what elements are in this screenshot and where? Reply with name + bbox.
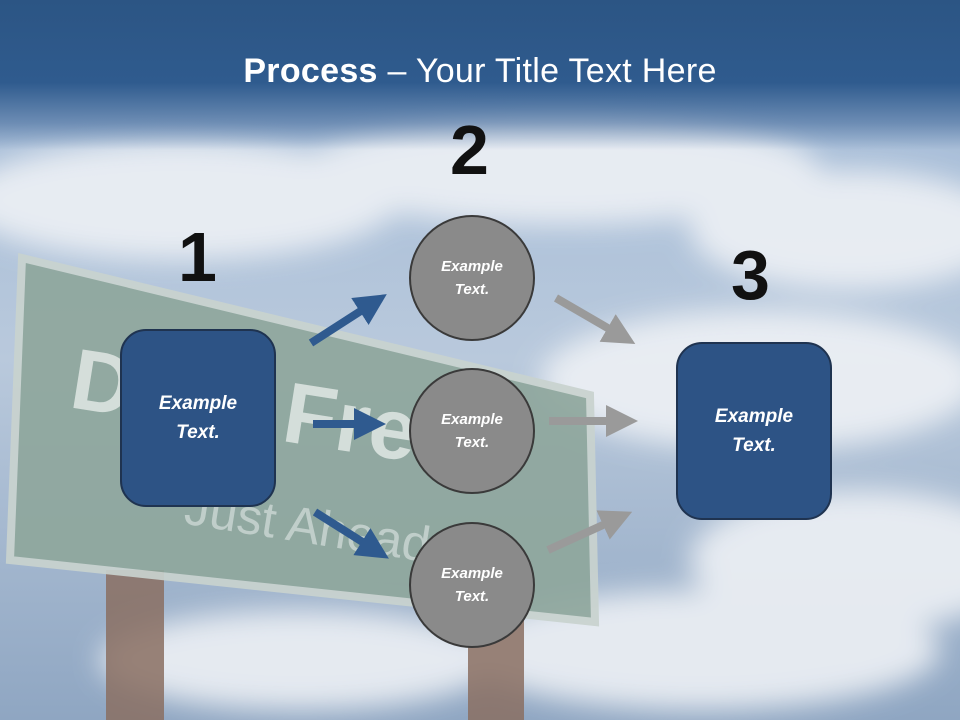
circle-middle-line2: Text. <box>454 434 490 451</box>
arrow-from-circle-bottom <box>546 510 633 554</box>
arrow-to-circle-top <box>308 294 387 347</box>
step-3-box-line1: Example <box>714 406 794 427</box>
circle-middle-line1: Example <box>441 411 503 428</box>
step-3-box-line2: Text. <box>732 435 776 456</box>
title-bold: Process <box>243 52 378 90</box>
step-number-3: 3 <box>731 236 770 314</box>
page-title: Process – Your Title Text Here <box>0 52 960 91</box>
step-1-box-line1: Example <box>158 393 238 414</box>
title-bar <box>0 0 960 150</box>
title-rest: Your Title Text Here <box>415 52 717 90</box>
title-dash: – <box>377 52 416 90</box>
arrow-from-circle-top <box>553 294 636 345</box>
arrow-to-circle-bottom <box>312 508 389 559</box>
circle-top-line2: Text. <box>454 281 490 298</box>
step-number-1: 1 <box>178 218 217 296</box>
circle-bottom-line2: Text. <box>454 588 490 605</box>
circle-top-line1: Example <box>441 258 503 275</box>
step-1-box-line2: Text. <box>176 422 220 443</box>
step-number-2: 2 <box>450 111 489 189</box>
circle-bottom-line1: Example <box>441 565 503 582</box>
